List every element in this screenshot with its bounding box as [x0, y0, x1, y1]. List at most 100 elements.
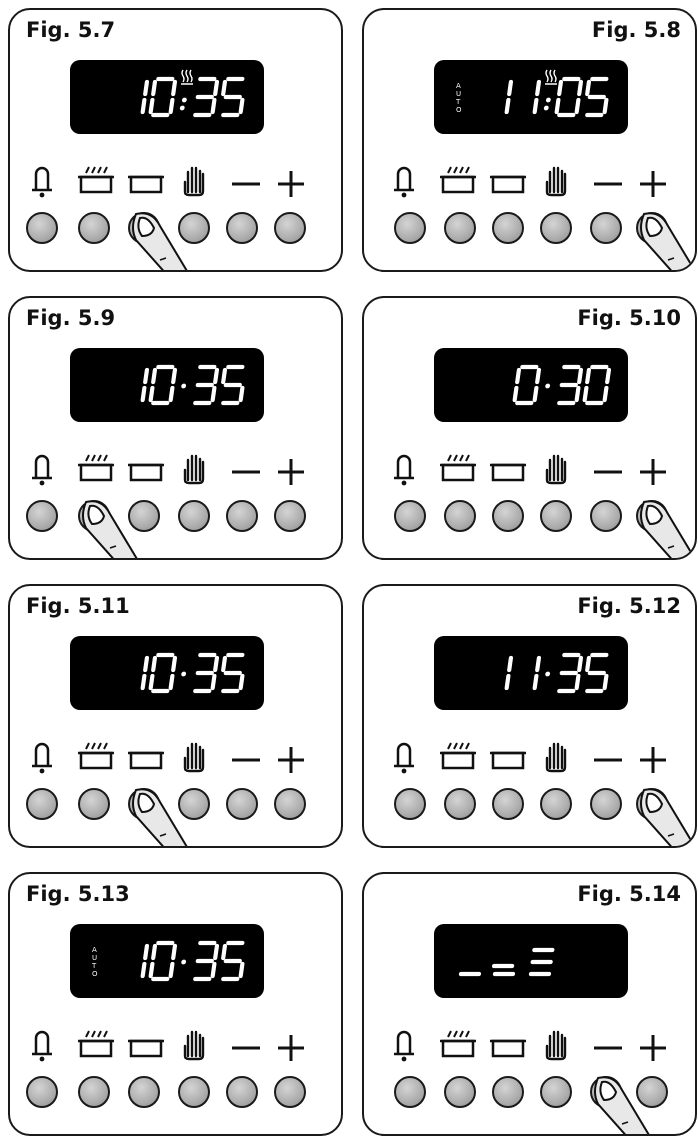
cook-duration-icon [490, 450, 526, 488]
plus-icon [636, 162, 672, 200]
cook-duration-button[interactable] [492, 788, 524, 820]
minus-icon [228, 450, 264, 488]
manual-button[interactable] [540, 1076, 572, 1108]
end-of-cooking-icon [440, 1026, 476, 1064]
plus-button[interactable] [274, 500, 306, 532]
display-screen [434, 636, 628, 710]
control-panel-figure: Fig. 5.11 [8, 584, 343, 848]
minus-icon [228, 738, 264, 776]
cook-duration-icon [128, 1026, 164, 1064]
end-of-cooking-button[interactable] [444, 500, 476, 532]
end-of-cooking-icon [440, 738, 476, 776]
timer-button[interactable] [394, 1076, 426, 1108]
minus-icon [228, 1026, 264, 1064]
pressing-finger-icon [634, 494, 697, 560]
figure-label: Fig. 5.9 [26, 306, 115, 330]
pressing-finger-icon [588, 1070, 658, 1136]
minus-icon [590, 1026, 626, 1064]
display-screen [70, 60, 264, 134]
end-of-cooking-icon [78, 162, 114, 200]
timer-icon [390, 1026, 426, 1064]
display-readout [70, 348, 264, 422]
cook-duration-icon [490, 738, 526, 776]
display-readout [70, 60, 264, 134]
end-of-cooking-button[interactable] [444, 212, 476, 244]
display-screen [70, 348, 264, 422]
minus-icon [590, 162, 626, 200]
minus-button[interactable] [590, 212, 622, 244]
timer-button[interactable] [394, 212, 426, 244]
pressing-finger-icon [634, 206, 697, 272]
heat-indicator-icon [181, 70, 193, 84]
timer-button[interactable] [26, 788, 58, 820]
timer-icon [390, 162, 426, 200]
pressing-finger-icon [634, 782, 697, 848]
manual-icon [178, 450, 214, 488]
figure-label: Fig. 5.8 [592, 18, 681, 42]
end-of-cooking-button[interactable] [78, 788, 110, 820]
end-of-cooking-button[interactable] [78, 1076, 110, 1108]
minus-button[interactable] [590, 788, 622, 820]
cook-duration-icon [490, 1026, 526, 1064]
pressing-finger-icon [76, 494, 146, 560]
timer-button[interactable] [394, 500, 426, 532]
timer-icon [28, 1026, 64, 1064]
timer-button[interactable] [394, 788, 426, 820]
minus-icon [590, 450, 626, 488]
cook-duration-icon [128, 450, 164, 488]
cook-duration-button[interactable] [492, 212, 524, 244]
minus-button[interactable] [226, 212, 258, 244]
end-of-cooking-icon [78, 738, 114, 776]
control-panel-figure: Fig. 5.10 [362, 296, 697, 560]
timer-button[interactable] [26, 1076, 58, 1108]
plus-icon [636, 738, 672, 776]
manual-button[interactable] [540, 500, 572, 532]
display-readout [434, 636, 628, 710]
manual-icon [540, 450, 576, 488]
end-of-cooking-button[interactable] [444, 788, 476, 820]
figure-label: Fig. 5.7 [26, 18, 115, 42]
timer-button[interactable] [26, 212, 58, 244]
plus-button[interactable] [274, 788, 306, 820]
manual-icon [540, 1026, 576, 1064]
end-of-cooking-icon [78, 450, 114, 488]
control-panel-figure: Fig. 5.9 [8, 296, 343, 560]
minus-icon [228, 162, 264, 200]
manual-icon [178, 1026, 214, 1064]
end-of-cooking-icon [440, 162, 476, 200]
cook-duration-button[interactable] [128, 1076, 160, 1108]
auto-indicator: AUTO [455, 82, 462, 114]
manual-icon [540, 162, 576, 200]
timer-icon [390, 450, 426, 488]
timer-icon [28, 162, 64, 200]
plus-button[interactable] [274, 212, 306, 244]
manual-button[interactable] [178, 500, 210, 532]
plus-icon [636, 1026, 672, 1064]
end-of-cooking-button[interactable] [444, 1076, 476, 1108]
cook-duration-icon [128, 162, 164, 200]
display-readout [434, 924, 628, 998]
plus-button[interactable] [274, 1076, 306, 1108]
display-readout [434, 348, 628, 422]
control-panel-figure: Fig. 5.12 [362, 584, 697, 848]
end-of-cooking-icon [440, 450, 476, 488]
figure-label: Fig. 5.10 [577, 306, 681, 330]
cook-duration-icon [128, 738, 164, 776]
timer-button[interactable] [26, 500, 58, 532]
end-of-cooking-icon [78, 1026, 114, 1064]
cook-duration-button[interactable] [492, 1076, 524, 1108]
manual-button[interactable] [540, 212, 572, 244]
manual-button[interactable] [178, 1076, 210, 1108]
heat-indicator-icon [545, 70, 557, 84]
manual-button[interactable] [540, 788, 572, 820]
minus-button[interactable] [226, 1076, 258, 1108]
minus-button[interactable] [590, 500, 622, 532]
cook-duration-button[interactable] [492, 500, 524, 532]
minus-button[interactable] [226, 788, 258, 820]
minus-button[interactable] [226, 500, 258, 532]
end-of-cooking-button[interactable] [78, 212, 110, 244]
